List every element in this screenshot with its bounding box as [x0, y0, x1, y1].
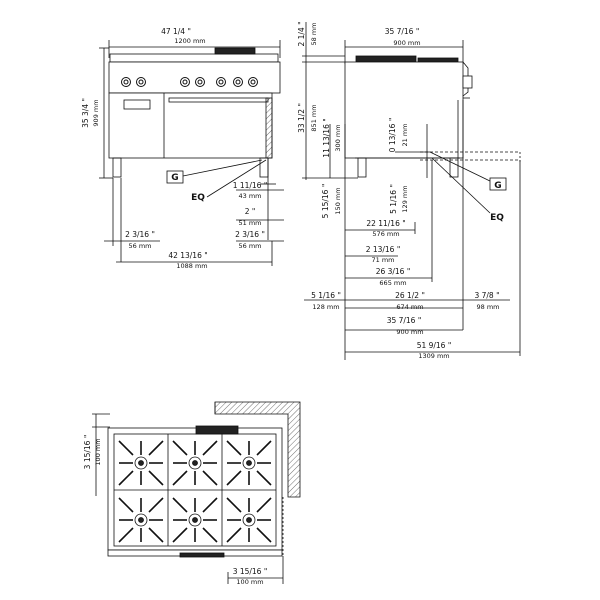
front-dim-56l-in: 2 3/16 " [125, 230, 155, 239]
grate-bar [256, 497, 272, 513]
side-dim-129-in: 5 1/16 " [389, 184, 398, 214]
grate-bar [172, 470, 188, 486]
burner-cap [246, 517, 252, 523]
grate-bar [226, 527, 242, 543]
front-width-mm: 1200 mm [174, 37, 205, 45]
top-dim-100b-in: 3 15/16 " [233, 567, 268, 576]
grate-bar [148, 497, 164, 513]
side-dim-150-mm: 150 mm [334, 187, 342, 214]
burner-cap [192, 517, 198, 523]
side-dim-98-in: 3 7/8 " [474, 291, 499, 300]
side-depth-in: 35 7/16 " [385, 27, 420, 36]
front-width-in: 47 1/4 " [161, 27, 191, 36]
side-dim-21-mm: 21 mm [401, 123, 409, 146]
side-dim-674-mm: 674 mm [396, 303, 423, 311]
grate-bar [172, 440, 188, 456]
grate-bar [148, 527, 164, 543]
burner-ring [134, 513, 148, 527]
grate-bar [118, 497, 134, 513]
side-dim-665-mm: 665 mm [379, 279, 406, 287]
side-dim-300-in: 11 13/16 " [322, 118, 331, 157]
grate-bar [202, 470, 218, 486]
grate-bar [256, 440, 272, 456]
side-g-label: G [494, 181, 501, 191]
side-dim-150-in: 5 15/16 " [321, 184, 330, 219]
side-dim-128-in: 5 1/16 " [311, 291, 341, 300]
grate-bar [256, 470, 272, 486]
top-dim-100l-mm: 100 mm [94, 438, 102, 465]
side-dim-1309-mm: 1309 mm [418, 352, 449, 360]
burner-cap [138, 460, 144, 466]
side-eq-label: EQ [490, 213, 504, 223]
grate-bar [172, 497, 188, 513]
grate-bar [226, 470, 242, 486]
side-dim-900b-mm: 900 mm [396, 328, 423, 336]
grate-bar [118, 527, 134, 543]
front-dim-56l-mm: 56 mm [128, 242, 151, 250]
burner-ring [242, 513, 256, 527]
burner-ring [188, 513, 202, 527]
side-dim-665-in: 26 3/16 " [376, 267, 411, 276]
top-view [92, 401, 301, 584]
top-view-labels: 3 15/16 " 100 mm 3 15/16 " 100 mm [83, 435, 267, 586]
grate-bar [202, 440, 218, 456]
front-dim-56r-in: 2 3/16 " [235, 230, 265, 239]
side-height-mm: 851 mm [310, 104, 318, 131]
side-dim-900b-in: 35 7/16 " [387, 316, 422, 325]
side-height-in: 33 1/2 " [297, 103, 306, 133]
burner-ring [134, 456, 148, 470]
front-dim-43-in: 1 11/16 " [233, 181, 268, 190]
front-height-in: 35 3/4 " [81, 98, 90, 128]
grate-bar [148, 470, 164, 486]
burner-ring [242, 456, 256, 470]
burner-cap [246, 460, 252, 466]
grate-bar [118, 440, 134, 456]
side-dim-129-mm: 129 mm [401, 185, 409, 212]
side-dim-71-in: 2 13/16 " [366, 245, 401, 254]
front-dim-56r-mm: 56 mm [238, 242, 261, 250]
side-top-in: 2 1/4 " [297, 21, 306, 46]
front-dim-1088-in: 42 13/16 " [168, 251, 207, 260]
side-view-labels: 35 7/16 " 900 mm 2 1/4 " 58 mm 33 1/2 " … [297, 21, 504, 360]
burner-cap [192, 460, 198, 466]
burner-ring [188, 456, 202, 470]
side-dim-98-mm: 98 mm [476, 303, 499, 311]
grate-bar [172, 527, 188, 543]
side-view [302, 22, 521, 360]
front-dim-1088-mm: 1088 mm [176, 262, 207, 270]
front-height-mm: 909 mm [92, 99, 100, 126]
side-depth-mm: 900 mm [393, 39, 420, 47]
front-g-label: G [171, 173, 178, 183]
front-eq-label: EQ [191, 193, 205, 203]
side-dim-576-mm: 576 mm [372, 230, 399, 238]
side-dim-128-mm: 128 mm [312, 303, 339, 311]
top-dim-100b-mm: 100 mm [236, 578, 263, 586]
top-dim-100l-in: 3 15/16 " [83, 435, 92, 470]
burner-cap [138, 517, 144, 523]
side-top-mm: 58 mm [310, 22, 318, 45]
side-dim-21-in: 0 13/16 " [388, 118, 397, 153]
grate-bar [202, 527, 218, 543]
grate-bar [226, 497, 242, 513]
grate-bar [202, 497, 218, 513]
grate-bar [148, 440, 164, 456]
front-dim-43-mm: 43 mm [238, 192, 261, 200]
side-dim-71-mm: 71 mm [371, 256, 394, 264]
front-dim-51-in: 2 " [245, 207, 256, 216]
front-view-labels: 47 1/4 " 1200 mm 35 3/4 " 909 mm G EQ 1 … [81, 27, 267, 270]
grate-bar [118, 470, 134, 486]
side-dim-300-mm: 300 mm [334, 124, 342, 151]
side-dim-576-in: 22 11/16 " [366, 219, 405, 228]
front-dim-51-mm: 51 mm [238, 219, 261, 227]
grate-bar [256, 527, 272, 543]
side-dim-1309-in: 51 9/16 " [417, 341, 452, 350]
grate-bar [226, 440, 242, 456]
front-view [99, 40, 284, 266]
side-dim-674-in: 26 1/2 " [395, 291, 425, 300]
